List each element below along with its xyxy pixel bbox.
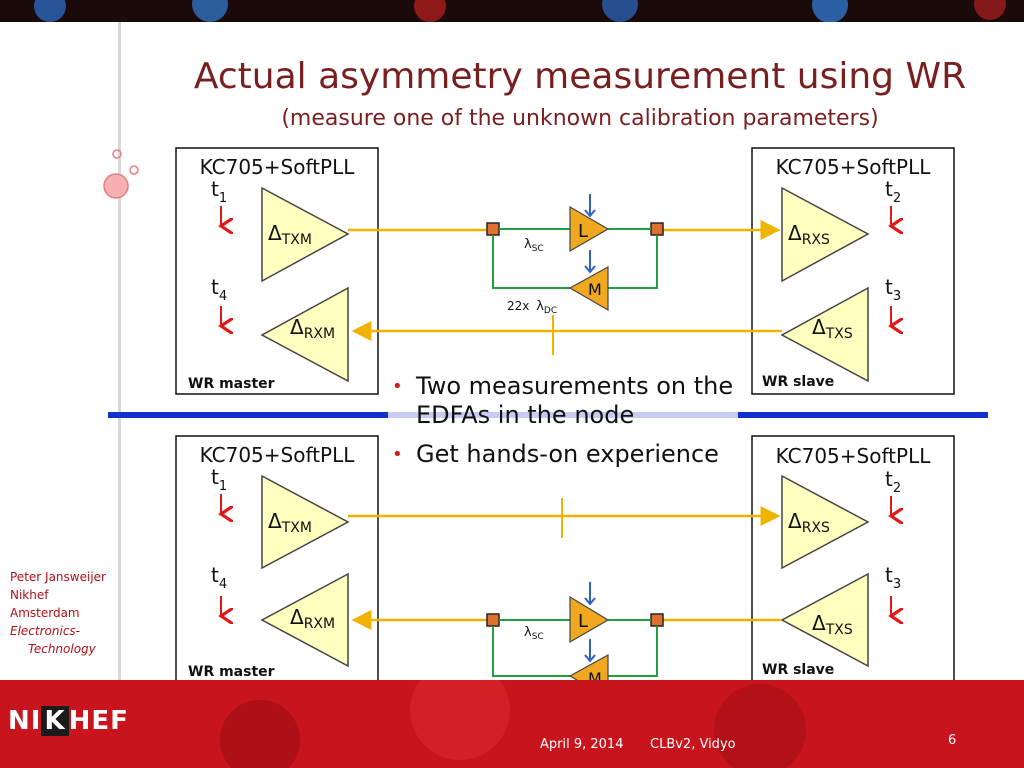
bottom-slave-tx-label: ΔTXS bbox=[812, 611, 853, 638]
bottom-slave-rx-triangle bbox=[781, 474, 870, 570]
top-slave-tx-label: ΔTXS bbox=[812, 315, 853, 342]
slide-subtitle: (measure one of the unknown calibration … bbox=[281, 106, 879, 131]
bottom-slave-t3: t3 bbox=[885, 563, 901, 592]
header-decoration-band bbox=[0, 0, 1024, 22]
bottom-slave-label: WR slave bbox=[762, 662, 834, 678]
bottom-master-header: KC705+SoftPLL bbox=[200, 443, 356, 467]
top-master-label: WR master bbox=[188, 376, 275, 392]
top-slave-rx-label: ΔRXS bbox=[788, 221, 830, 248]
particle-image-1 bbox=[34, 0, 66, 22]
top-pump-arrowhead-m bbox=[584, 265, 596, 274]
footer-band bbox=[0, 680, 1024, 768]
footer-decoration-art bbox=[220, 680, 806, 768]
bottom-master-rx-triangle bbox=[260, 572, 349, 668]
divider-right bbox=[738, 412, 988, 418]
top-coupler-right bbox=[650, 222, 664, 236]
bottom-amp-l bbox=[569, 595, 610, 644]
bottom-green-path-4 bbox=[608, 626, 658, 677]
bullet-text: Two measurements on the EDFAs in the nod… bbox=[416, 372, 734, 429]
particle-image-4 bbox=[602, 0, 638, 22]
top-green-path-3 bbox=[492, 235, 570, 289]
slide-number: 6 bbox=[948, 733, 957, 748]
top-master-t1: t1 bbox=[211, 177, 227, 206]
top-pump-arrowhead-l bbox=[584, 209, 596, 218]
top-slave-t2: t2 bbox=[885, 177, 901, 206]
bottom-master-t1: t1 bbox=[211, 465, 227, 494]
top-setup: KC705+SoftPLL t1 t4 ΔTXM ΔRXM WR master … bbox=[175, 147, 955, 395]
particle-image-5 bbox=[812, 0, 848, 22]
bottom-pump-arrowhead-l bbox=[584, 597, 596, 606]
top-amp-l bbox=[569, 205, 610, 253]
top-slave-tx-triangle bbox=[780, 286, 869, 383]
footer-particle-2 bbox=[410, 680, 510, 760]
top-amp-l-label: L bbox=[578, 221, 588, 242]
top-coupler-left bbox=[486, 222, 500, 236]
logo-text-left: NI bbox=[8, 706, 42, 736]
footer-event: CLBv2, Vidyo bbox=[650, 737, 736, 752]
author-block: Peter Jansweijer Nikhef Amsterdam Electr… bbox=[10, 568, 106, 658]
bottom-amp-l-label: L bbox=[578, 611, 588, 632]
bullet-dot-icon: • bbox=[392, 444, 403, 465]
top-lambda-sc: λSC bbox=[524, 237, 544, 254]
footer-particle-1 bbox=[220, 700, 300, 768]
bottom-pump-arrowhead-m bbox=[584, 654, 596, 663]
top-slave-rx-triangle bbox=[781, 186, 870, 283]
author-department: Electronics- bbox=[10, 624, 80, 638]
bottom-master-tx-triangle bbox=[261, 474, 350, 570]
bottom-lambda-sc: λSC bbox=[524, 625, 544, 642]
bottom-coupler-left bbox=[486, 613, 500, 627]
bottom-coupler-right bbox=[650, 613, 664, 627]
bullet-item: • Two measurements on the EDFAs in the n… bbox=[390, 372, 750, 430]
left-margin-line bbox=[118, 22, 121, 682]
top-amp-m bbox=[568, 265, 609, 312]
top-lambda-dc: 22x λDC bbox=[507, 299, 557, 316]
divider-left bbox=[108, 412, 388, 418]
author-name: Peter Jansweijer bbox=[10, 570, 106, 584]
divider-middle bbox=[388, 412, 738, 418]
bottom-green-path-3 bbox=[492, 626, 570, 677]
top-slave-label: WR slave bbox=[762, 374, 834, 390]
bullet-list: • Two measurements on the EDFAs in the n… bbox=[390, 372, 750, 469]
slide-title: Actual asymmetry measurement using WR bbox=[193, 56, 967, 97]
bottom-slave-tx-triangle bbox=[780, 572, 869, 668]
top-green-path-4 bbox=[608, 235, 658, 289]
particle-image-2 bbox=[192, 0, 228, 22]
bottom-master-label: WR master bbox=[188, 664, 275, 680]
bullet-dot-icon: • bbox=[392, 376, 403, 397]
top-master-tx-label: ΔTXM bbox=[268, 221, 312, 248]
author-institute: Nikhef bbox=[10, 588, 49, 602]
footer-particle-3 bbox=[714, 684, 806, 768]
bottom-slave-header: KC705+SoftPLL bbox=[776, 444, 932, 468]
top-master-rx-triangle bbox=[260, 286, 349, 383]
logo-text-mid: K bbox=[41, 706, 69, 736]
bottom-master-t4: t4 bbox=[211, 563, 227, 592]
logo-text-right: HEF bbox=[68, 706, 129, 736]
author-city: Amsterdam bbox=[10, 606, 80, 620]
author-department-2: Technology bbox=[28, 642, 96, 656]
particle-image-3 bbox=[414, 0, 446, 22]
bottom-slave-t2: t2 bbox=[885, 467, 901, 496]
top-master-tx-triangle bbox=[261, 186, 350, 283]
bottom-setup: KC705+SoftPLL t1 t4 ΔTXM ΔRXM WR master … bbox=[175, 435, 955, 703]
particle-image-6 bbox=[974, 0, 1006, 20]
top-slave-header: KC705+SoftPLL bbox=[776, 155, 932, 179]
top-edfa-node: L M λSC 22x λDC bbox=[486, 194, 664, 316]
bottom-master-tx-label: ΔTXM bbox=[268, 509, 312, 536]
top-master-rx-label: ΔRXM bbox=[290, 315, 335, 342]
top-amp-m-label: M bbox=[588, 280, 602, 299]
header-decoration-art bbox=[34, 0, 1006, 22]
top-master-header: KC705+SoftPLL bbox=[200, 155, 356, 179]
decor-circle-large bbox=[103, 173, 129, 199]
top-master-t4: t4 bbox=[211, 275, 227, 304]
bottom-slave-rx-label: ΔRXS bbox=[788, 509, 830, 536]
decor-circle-small-2 bbox=[129, 165, 139, 175]
bottom-master-rx-label: ΔRXM bbox=[290, 605, 335, 632]
bullet-item: • Get hands-on experience bbox=[390, 440, 750, 469]
bullet-text: Get hands-on experience bbox=[416, 440, 719, 468]
decor-circle-small bbox=[112, 149, 122, 159]
top-slave-t3: t3 bbox=[885, 275, 901, 304]
footer-date: April 9, 2014 bbox=[540, 737, 624, 752]
